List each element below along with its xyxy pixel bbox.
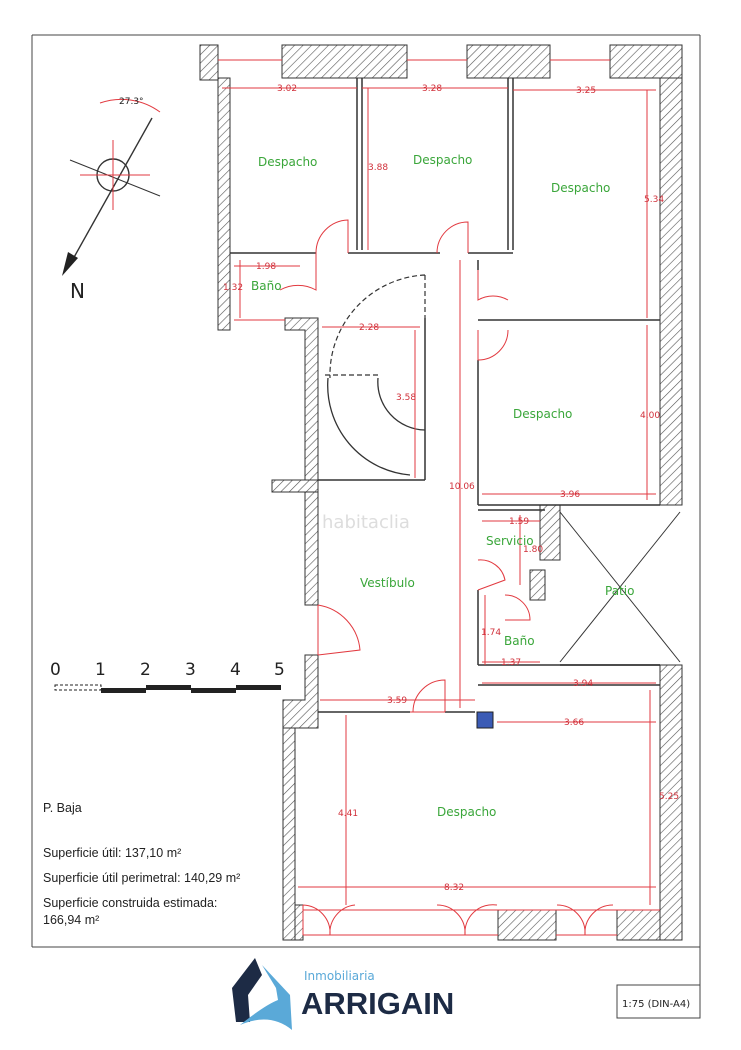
dim-label: 1.37 bbox=[501, 658, 521, 668]
surface-built-value: 166,94 m² bbox=[43, 913, 99, 927]
scale-tick-label: 0 bbox=[50, 660, 61, 680]
north-label: N bbox=[70, 279, 85, 303]
dim-label: 3.96 bbox=[560, 490, 580, 500]
logo-title: ARRIGAIN bbox=[301, 986, 454, 1021]
surface-built-label: Superficie construida estimada: bbox=[43, 896, 217, 910]
dim-label: 3.25 bbox=[576, 86, 596, 96]
dim-label: 4.00 bbox=[640, 411, 660, 421]
room-label-bathroom: Baño bbox=[504, 634, 535, 648]
room-label-office: Despacho bbox=[437, 805, 496, 819]
scale-tick-label: 4 bbox=[230, 660, 241, 680]
surface-perimeter: Superficie útil perimetral: 140,29 m² bbox=[43, 871, 240, 885]
room-label-office: Despacho bbox=[258, 155, 317, 169]
company-logo: Inmobiliaria ARRIGAIN bbox=[232, 958, 454, 1030]
compass-icon: 27.3° N bbox=[62, 97, 161, 303]
watermark: habitaclia bbox=[322, 512, 410, 533]
dim-label: 3.28 bbox=[422, 84, 442, 94]
room-label-bathroom: Baño bbox=[251, 279, 282, 293]
dim-label: 1.98 bbox=[256, 262, 276, 272]
scale-tick-label: 1 bbox=[95, 660, 106, 680]
floor-label: P. Baja bbox=[43, 801, 82, 815]
walls bbox=[199, 44, 683, 941]
dim-label: 3.66 bbox=[564, 718, 584, 728]
dim-label: 3.88 bbox=[368, 163, 388, 173]
compass-angle: 27.3° bbox=[119, 97, 144, 107]
room-label-hall: Vestíbulo bbox=[360, 576, 415, 590]
scale-tick-label: 5 bbox=[274, 660, 285, 680]
dim-label: 2.28 bbox=[359, 323, 379, 333]
room-label-office: Despacho bbox=[413, 153, 472, 167]
dim-label: 4.41 bbox=[338, 809, 358, 819]
dim-label: 1.59 bbox=[509, 517, 529, 527]
dim-label: 3.59 bbox=[387, 696, 407, 706]
dim-label: 3.58 bbox=[396, 393, 416, 403]
surface-useful: Superficie útil: 137,10 m² bbox=[43, 846, 181, 860]
dim-label: 8.32 bbox=[444, 883, 464, 893]
dim-label: 1.32 bbox=[223, 283, 243, 293]
dim-label: 5.25 bbox=[659, 792, 679, 802]
room-label-office: Despacho bbox=[551, 181, 610, 195]
dim-label: 5.34 bbox=[644, 195, 664, 205]
scale-label: 1:75 (DIN-A4) bbox=[622, 999, 690, 1010]
dimension-labels: 3.02 3.28 3.25 3.88 5.34 1.98 1.32 2.28 … bbox=[223, 84, 679, 893]
scale-bar: 0 1 2 3 4 5 bbox=[50, 660, 285, 693]
logo-subtitle: Inmobiliaria bbox=[304, 969, 375, 983]
room-label-patio: Patio bbox=[605, 584, 634, 598]
dim-label: 3.02 bbox=[277, 84, 297, 94]
dim-label: 3.94 bbox=[573, 679, 593, 689]
room-label-service: Servicio bbox=[486, 534, 534, 548]
scale-tick-label: 3 bbox=[185, 660, 196, 680]
dim-label: 1.80 bbox=[523, 545, 543, 555]
dim-label: 1.74 bbox=[481, 628, 501, 638]
scale-tick-label: 2 bbox=[140, 660, 151, 680]
sheet-frame: 1:75 (DIN-A4) bbox=[31, 34, 701, 1019]
room-label-office: Despacho bbox=[513, 407, 572, 421]
dim-label: 10.06 bbox=[449, 482, 475, 492]
